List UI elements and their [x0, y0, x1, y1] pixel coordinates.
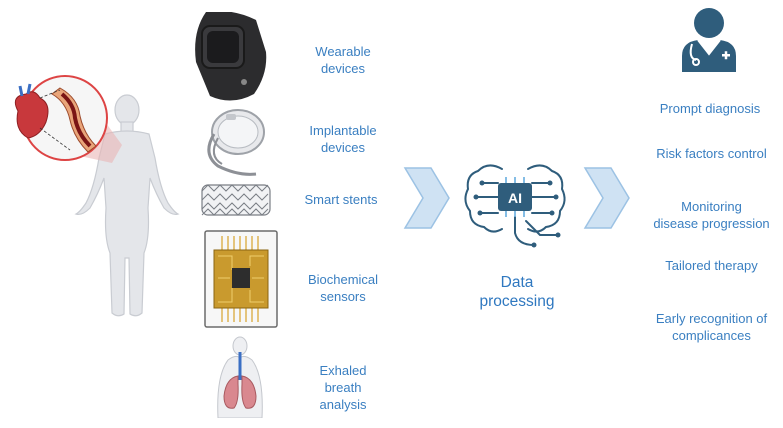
doctor-icon: [682, 8, 736, 72]
ai-chip-label: AI: [508, 190, 522, 206]
pacemaker-icon: [207, 109, 265, 176]
label-biochemical-sensors: Biochemical sensors: [307, 272, 379, 304]
outcome-tailored-therapy: Tailored therapy: [665, 258, 758, 273]
chevron-right-icon-2: [583, 167, 630, 229]
chevron-right-icon-1: [403, 167, 450, 229]
ai-brain-icon: [464, 164, 566, 248]
outcome-monitoring-disease-progression: Monitoring disease progression: [653, 199, 770, 231]
label-exhaled-breath-analysis: Exhaled breath analysis: [319, 363, 367, 412]
label-data-processing: Data processing: [479, 274, 555, 310]
label-implantable-devices: Implantable devices: [309, 123, 377, 155]
outcome-prompt-diagnosis: Prompt diagnosis: [659, 101, 761, 116]
stent-icon: [201, 184, 271, 216]
label-wearable-devices: Wearable devices: [315, 44, 371, 76]
heart-icon: [14, 91, 49, 139]
biochemical-sensor-icon: [204, 230, 278, 328]
label-smart-stents: Smart stents: [304, 192, 378, 207]
smartwatch-icon: [195, 12, 267, 101]
outcome-risk-factors-control: Risk factors control: [656, 146, 767, 161]
outcome-early-recognition: Early recognition of complicances: [655, 311, 768, 343]
lungs-icon: [217, 336, 263, 418]
heart-artery-callout: [14, 75, 122, 163]
human-body-figure: [74, 94, 180, 317]
